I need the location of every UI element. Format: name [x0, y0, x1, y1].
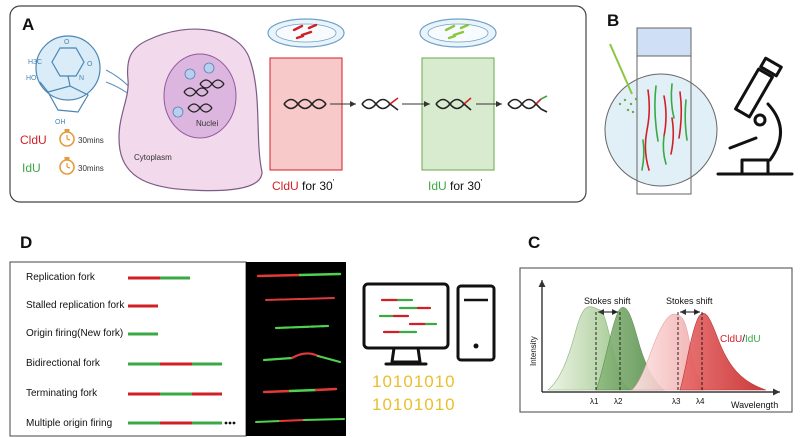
panel-c: C Intensity Wavelength Stokes shift Stok… — [519, 233, 793, 413]
step2-caption: IdU for 30' — [428, 178, 483, 193]
fork-row-label: Stalled replication fork — [26, 300, 125, 311]
clock-icon-idu — [59, 157, 75, 175]
fiber-signal-red — [262, 389, 292, 394]
fiber-images — [255, 272, 345, 423]
cldu-time: 30mins — [78, 136, 104, 145]
y-axis-label: Intensity — [529, 336, 538, 366]
fork-row-label: Origin firing(New fork) — [26, 328, 123, 339]
nucleus-particle — [184, 68, 196, 80]
panel-label-d: D — [20, 233, 32, 252]
screen-fibers — [378, 298, 438, 334]
fork-row-label: Multiple origin firing — [26, 418, 112, 429]
spreading-pipette-icon — [609, 43, 633, 95]
step1-caption: CldU for 30' — [272, 178, 335, 193]
fork-row: Stalled replication fork — [26, 300, 158, 311]
dna-helix-icon — [361, 97, 399, 111]
clock-icon-cldu — [59, 129, 75, 147]
fork-row: Multiple origin firing — [26, 418, 236, 429]
ellipsis-dot — [224, 421, 228, 425]
computer-icon — [362, 282, 496, 366]
fiber-signal-red — [265, 297, 335, 301]
lambda2-label: λ2 — [614, 397, 623, 406]
chem-ho: HO — [26, 75, 37, 82]
idu-label: IdU — [22, 161, 41, 175]
cldu-label: CldU — [20, 133, 47, 147]
computer-tower-icon — [456, 284, 496, 362]
fiber-signal-green — [288, 388, 318, 393]
pyrimidine-ring-icon — [51, 47, 85, 77]
fork-types-table — [9, 261, 247, 437]
lambda3-label: λ3 — [672, 397, 681, 406]
cldu-labeling-box — [269, 57, 343, 171]
lambda1-label: λ1 — [590, 397, 599, 406]
nucleus-particle — [172, 106, 184, 118]
fiber-signal-red — [314, 387, 338, 392]
panel-label-c: C — [528, 233, 540, 252]
sugar-ring-icon — [47, 85, 89, 113]
microscope-field-circle — [604, 73, 718, 187]
cytoplasm-label: Cytoplasm — [134, 153, 172, 162]
panel-a: A O O N H3C HO OH CldU 30mins IdU — [9, 5, 587, 203]
fork-row: Origin firing(New fork) — [26, 328, 158, 339]
molecule-highlight-circle — [35, 35, 101, 101]
nucleoside-molecule: O O N H3C HO OH — [26, 35, 101, 126]
dna-helix-icon — [435, 97, 472, 111]
cldu-emission-spectrum — [679, 313, 767, 391]
panel-d: D Replication fork Stalled replication f… — [9, 233, 496, 437]
fiber-signal-red — [256, 273, 302, 278]
ellipsis-dot — [232, 421, 236, 425]
slide-label-area — [636, 27, 692, 57]
fork-row-label: Bidirectional fork — [26, 358, 101, 369]
fork-row: Terminating fork — [26, 388, 222, 399]
dna-fibers — [641, 83, 688, 171]
idu-time: 30mins — [78, 164, 104, 173]
monitor-icon — [362, 282, 450, 350]
fork-row: Bidirectional fork — [26, 358, 222, 369]
nucleus-particle — [203, 62, 215, 74]
ellipsis-dot — [228, 421, 232, 425]
lambda4-label: λ4 — [696, 397, 705, 406]
microscope-icon — [716, 56, 794, 176]
fork-row-label: Replication fork — [26, 272, 96, 283]
chem-o-right: O — [87, 61, 93, 68]
dna-helix-icon — [283, 98, 327, 110]
dna-spray-dots — [618, 97, 638, 114]
dna-helix-icon — [183, 79, 225, 113]
chem-h3c: H3C — [28, 59, 42, 66]
panel-label-a: A — [22, 15, 34, 34]
stokes-shift-label-left: Stokes shift — [584, 296, 631, 306]
idu-labeling-box — [421, 57, 495, 171]
fiber-signal-red — [290, 352, 320, 360]
panel-label-b: B — [607, 11, 619, 30]
chem-o-top: O — [64, 39, 70, 46]
binary-data-line: 10101010 — [372, 372, 456, 391]
fiber-signal-green — [298, 272, 342, 277]
fiber-signal-red — [279, 419, 305, 422]
fiber-signal-green — [274, 324, 330, 330]
petri-dish-idu-icon — [419, 18, 497, 48]
fiber-signal-green — [255, 420, 281, 423]
fiber-signal-green — [303, 418, 345, 421]
fork-row: Replication fork — [26, 272, 190, 283]
chem-oh: OH — [55, 119, 66, 126]
fiber-signal-green — [262, 356, 294, 362]
nuclei-label: Nuclei — [196, 119, 218, 128]
chem-n: N — [79, 75, 84, 82]
dna-helix-icon — [507, 95, 548, 113]
fiber-signal-green — [316, 354, 342, 364]
x-axis-label: Wavelength — [731, 400, 778, 410]
stokes-shift-label-right: Stokes shift — [666, 296, 713, 306]
fiber-microscopy-image — [246, 262, 346, 436]
spectra-legend: CldU/IdU — [720, 334, 761, 345]
panel-b: B — [604, 11, 794, 195]
fork-row-label: Terminating fork — [26, 388, 98, 399]
petri-dish-cldu-icon — [267, 18, 345, 48]
binary-data-line: 10101010 — [372, 395, 456, 414]
dna-sequence — [283, 95, 548, 113]
